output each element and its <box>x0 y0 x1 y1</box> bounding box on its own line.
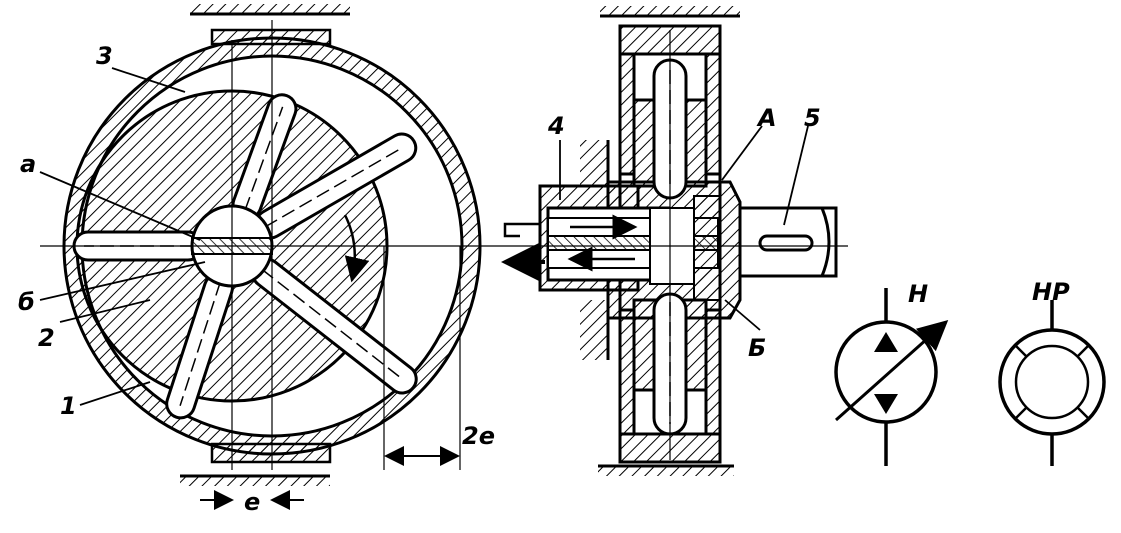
leaders-left <box>39 67 206 406</box>
label-symbol-H: Н <box>908 280 928 308</box>
label-part-5: 5 <box>804 104 821 132</box>
leaders-middle <box>559 125 809 331</box>
label-port-a: a <box>20 150 36 178</box>
ground-top <box>600 6 740 18</box>
label-symbol-HP: НР <box>1032 278 1070 306</box>
label-part-3: 3 <box>96 42 113 70</box>
symbol-reversible-pump: НР <box>998 278 1106 466</box>
dimension-e: е <box>200 488 304 516</box>
rotation-arrow <box>343 214 370 283</box>
label-part-1: 1 <box>60 392 77 420</box>
label-part-2: 2 <box>38 324 55 352</box>
dimension-2e: 2е <box>384 422 495 466</box>
label-chamber-B: Б <box>748 334 766 362</box>
centre-lines <box>40 20 500 470</box>
flow-arrows <box>501 214 638 282</box>
label-port-b: б <box>18 288 35 316</box>
symbol-variable-pump: Н <box>834 280 949 466</box>
label-chamber-A: A <box>756 104 777 132</box>
ground-bottom <box>598 464 734 476</box>
label-e: е <box>244 488 260 516</box>
cross-section-view: 2е е 3 a б 2 1 <box>18 4 500 516</box>
label-part-4: 4 <box>547 112 565 140</box>
pistons <box>72 93 418 420</box>
label-2e: 2е <box>462 422 495 450</box>
longitudinal-section-view: 4 A 5 Б <box>500 6 848 476</box>
